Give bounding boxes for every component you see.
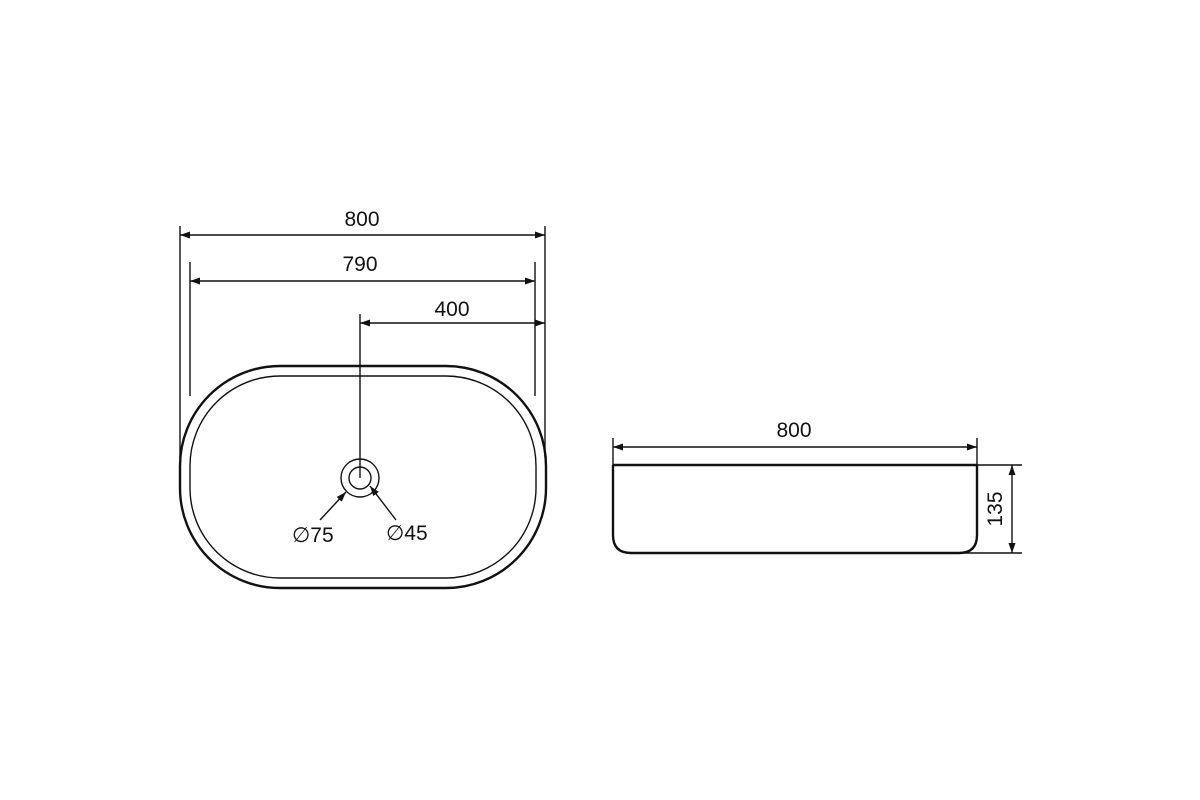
callout-outer-ring: ∅75 <box>292 524 334 547</box>
diameter-symbol: ∅ <box>386 522 404 545</box>
dimension-text-overall-width: 800 <box>344 208 379 231</box>
leader-outer-ring <box>319 491 347 521</box>
dimension-text-inner-width: 790 <box>342 253 377 276</box>
leader-inner-ring <box>369 485 397 521</box>
callout-outer-ring-value: 75 <box>310 524 333 547</box>
drain-inner-ring <box>348 466 372 490</box>
callout-inner-ring: ∅45 <box>386 522 428 545</box>
side-view: 800 135 <box>611 419 1022 555</box>
basin-inner-outline <box>189 375 537 579</box>
drain-outer-ring <box>340 458 380 498</box>
basin-outer-outline <box>178 364 548 590</box>
dimension-text-side-height: 135 <box>984 491 1007 526</box>
plan-view: 800 790 400 ∅75 ∅45 <box>178 208 548 590</box>
callout-inner-ring-value: 45 <box>404 522 427 545</box>
basin-side-profile <box>611 465 979 555</box>
diameter-symbol: ∅ <box>292 524 310 547</box>
dimension-text-side-width: 800 <box>776 419 811 442</box>
dimension-text-drain-offset: 400 <box>434 298 469 321</box>
